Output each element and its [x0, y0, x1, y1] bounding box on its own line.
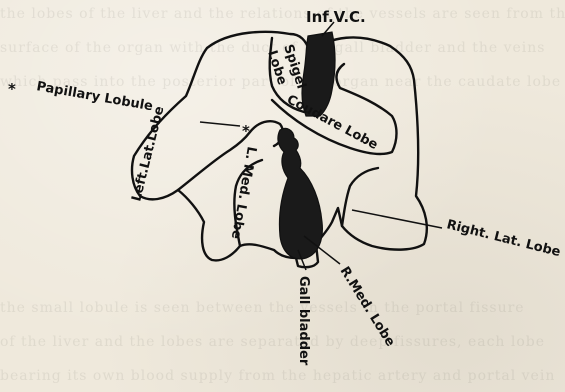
r-med-lobe-label: R.Med. Lobe — [337, 264, 398, 349]
gall-bladder-label: Gall bladder — [296, 276, 311, 366]
leader-right-lat — [352, 210, 442, 228]
right-lobe-fissure — [342, 168, 378, 226]
papillary-star-marker: * — [242, 122, 250, 140]
l-med-lobe-label: L. Med. Lobe — [228, 145, 259, 240]
leader-papillary — [200, 122, 240, 126]
papillary-legend-star: * — [8, 80, 16, 98]
papillary-lobule-label: Papillary Lobule — [35, 79, 154, 114]
inf-vc-label: Inf.V.C. — [306, 8, 366, 26]
gall-bladder-shape — [278, 128, 322, 258]
right-lat-lobe-label: Right. Lat. Lobe — [445, 217, 562, 260]
